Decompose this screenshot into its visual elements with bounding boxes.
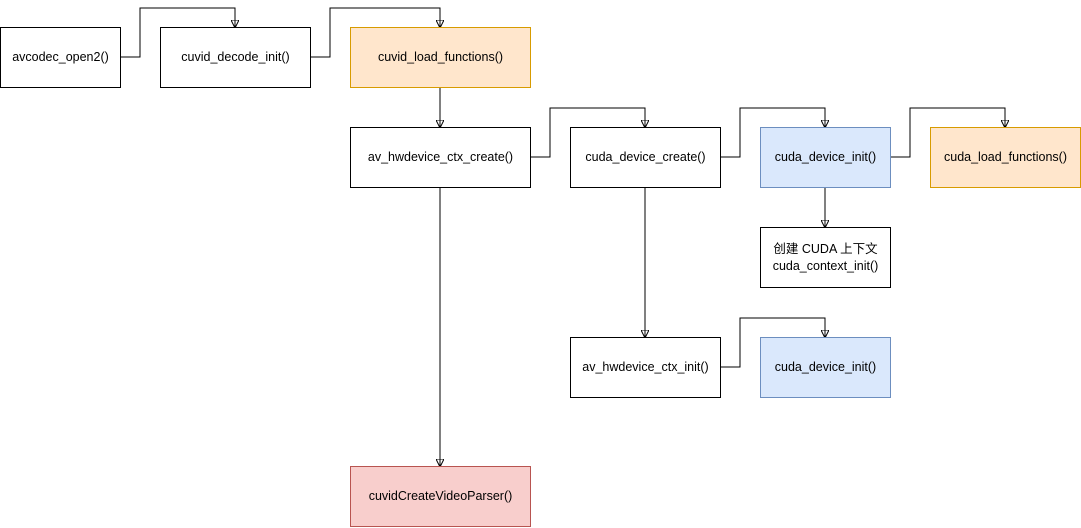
node-label: cuda_load_functions() bbox=[944, 150, 1067, 165]
node-label: cuda_device_create() bbox=[585, 150, 706, 165]
node-label: av_hwdevice_ctx_init() bbox=[582, 360, 709, 375]
node-label: cuda_device_init() bbox=[774, 360, 877, 375]
node-label: cuvid_decode_init() bbox=[181, 50, 290, 65]
edge-av-hwdevice-ctx-init-to-cuda-device-init bbox=[720, 317, 825, 368]
edge-cuda-device-create-to-cuda-device-init bbox=[720, 107, 825, 158]
node-cuda-load-functions: cuda_load_functions() bbox=[930, 127, 1081, 188]
node-cuvid-load-functions: cuvid_load_functions() bbox=[350, 27, 531, 88]
node-cuvid-decode-init: cuvid_decode_init() bbox=[160, 27, 311, 88]
node-label: av_hwdevice_ctx_create() bbox=[367, 150, 514, 165]
node-cuda-device-init-secondary: cuda_device_init() bbox=[760, 337, 891, 398]
node-label: cuvid_load_functions() bbox=[377, 50, 504, 65]
node-label-line1: 创建 CUDA 上下文 bbox=[773, 242, 878, 257]
node-cuvid-create-video-parser: cuvidCreateVideoParser() bbox=[350, 466, 531, 527]
node-avcodec-open2: avcodec_open2() bbox=[0, 27, 121, 88]
node-cuda-device-create: cuda_device_create() bbox=[570, 127, 721, 188]
node-label-line2: cuda_context_init() bbox=[772, 258, 879, 273]
node-cuda-device-init-primary: cuda_device_init() bbox=[760, 127, 891, 188]
node-av-hwdevice-ctx-init: av_hwdevice_ctx_init() bbox=[570, 337, 721, 398]
node-label: cuda_device_init() bbox=[774, 150, 877, 165]
edge-avcodec-open2-to-cuvid-decode-init bbox=[120, 7, 235, 58]
edge-cuvid-decode-init-to-cuvid-load-functions bbox=[310, 7, 440, 58]
node-label: avcodec_open2() bbox=[12, 50, 109, 65]
node-av-hwdevice-ctx-create: av_hwdevice_ctx_create() bbox=[350, 127, 531, 188]
edge-av-hwdevice-ctx-create-to-cuda-device-create bbox=[530, 107, 645, 158]
node-cuda-context-init: 创建 CUDA 上下文 cuda_context_init() bbox=[760, 227, 891, 288]
edge-cuda-device-init-to-cuda-load-functions bbox=[890, 107, 1005, 158]
node-label: cuvidCreateVideoParser() bbox=[368, 489, 513, 504]
